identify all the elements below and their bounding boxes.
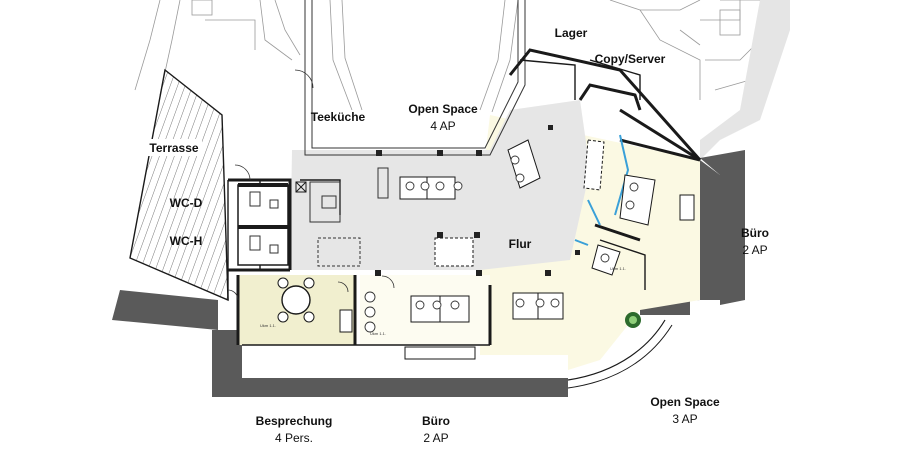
meeting-table [277, 277, 353, 333]
annotation-2: Ukm 1.1. [370, 331, 386, 336]
bottom-wall-dark [212, 330, 568, 397]
label-besprechung-capacity: 4 Pers. [275, 431, 313, 445]
facade-curve-inner [567, 324, 673, 389]
label-wc-d: WC-D [170, 196, 203, 210]
label-buero-bottom-capacity: 2 AP [423, 431, 448, 445]
left-wall-dark [112, 290, 218, 330]
label-open-space-bottom-capacity: 3 AP [672, 412, 697, 426]
label-besprechung: Besprechung [256, 414, 333, 428]
columns [375, 125, 580, 276]
door-arcs [227, 69, 395, 301]
wc-block [237, 181, 307, 266]
background-outlines [134, 0, 781, 113]
facade-curve [567, 319, 666, 381]
label-open-space-top-capacity: 4 AP [430, 119, 455, 133]
annotation-3: Ukm 1.1. [610, 266, 626, 271]
label-copy-server: Copy/Server [595, 52, 666, 66]
label-open-space-top: Open Space [408, 102, 478, 116]
label-lager: Lager [555, 26, 588, 40]
annotation-1: Ukm 1.1. [260, 323, 276, 328]
label-teekueche: Teeküche [311, 110, 366, 124]
terrace-area [129, 68, 229, 302]
label-buero-right-capacity: 2 AP [742, 243, 767, 257]
label-buero-bottom: Büro [422, 414, 450, 428]
right-facade-band [700, 0, 790, 160]
label-wc-h: WC-H [170, 234, 203, 248]
chairs [364, 155, 639, 333]
label-flur: Flur [509, 237, 532, 251]
terrace-label-bg [146, 139, 202, 156]
wall-lines [228, 48, 702, 345]
right-outer-wall [700, 150, 745, 305]
plant-icon [625, 312, 641, 328]
label-terrasse: Terrasse [149, 141, 198, 155]
label-open-space-bottom: Open Space [650, 395, 720, 409]
label-buero-right: Büro [741, 226, 769, 240]
glass-partitions [574, 134, 630, 246]
kitchen-counter [309, 167, 389, 267]
